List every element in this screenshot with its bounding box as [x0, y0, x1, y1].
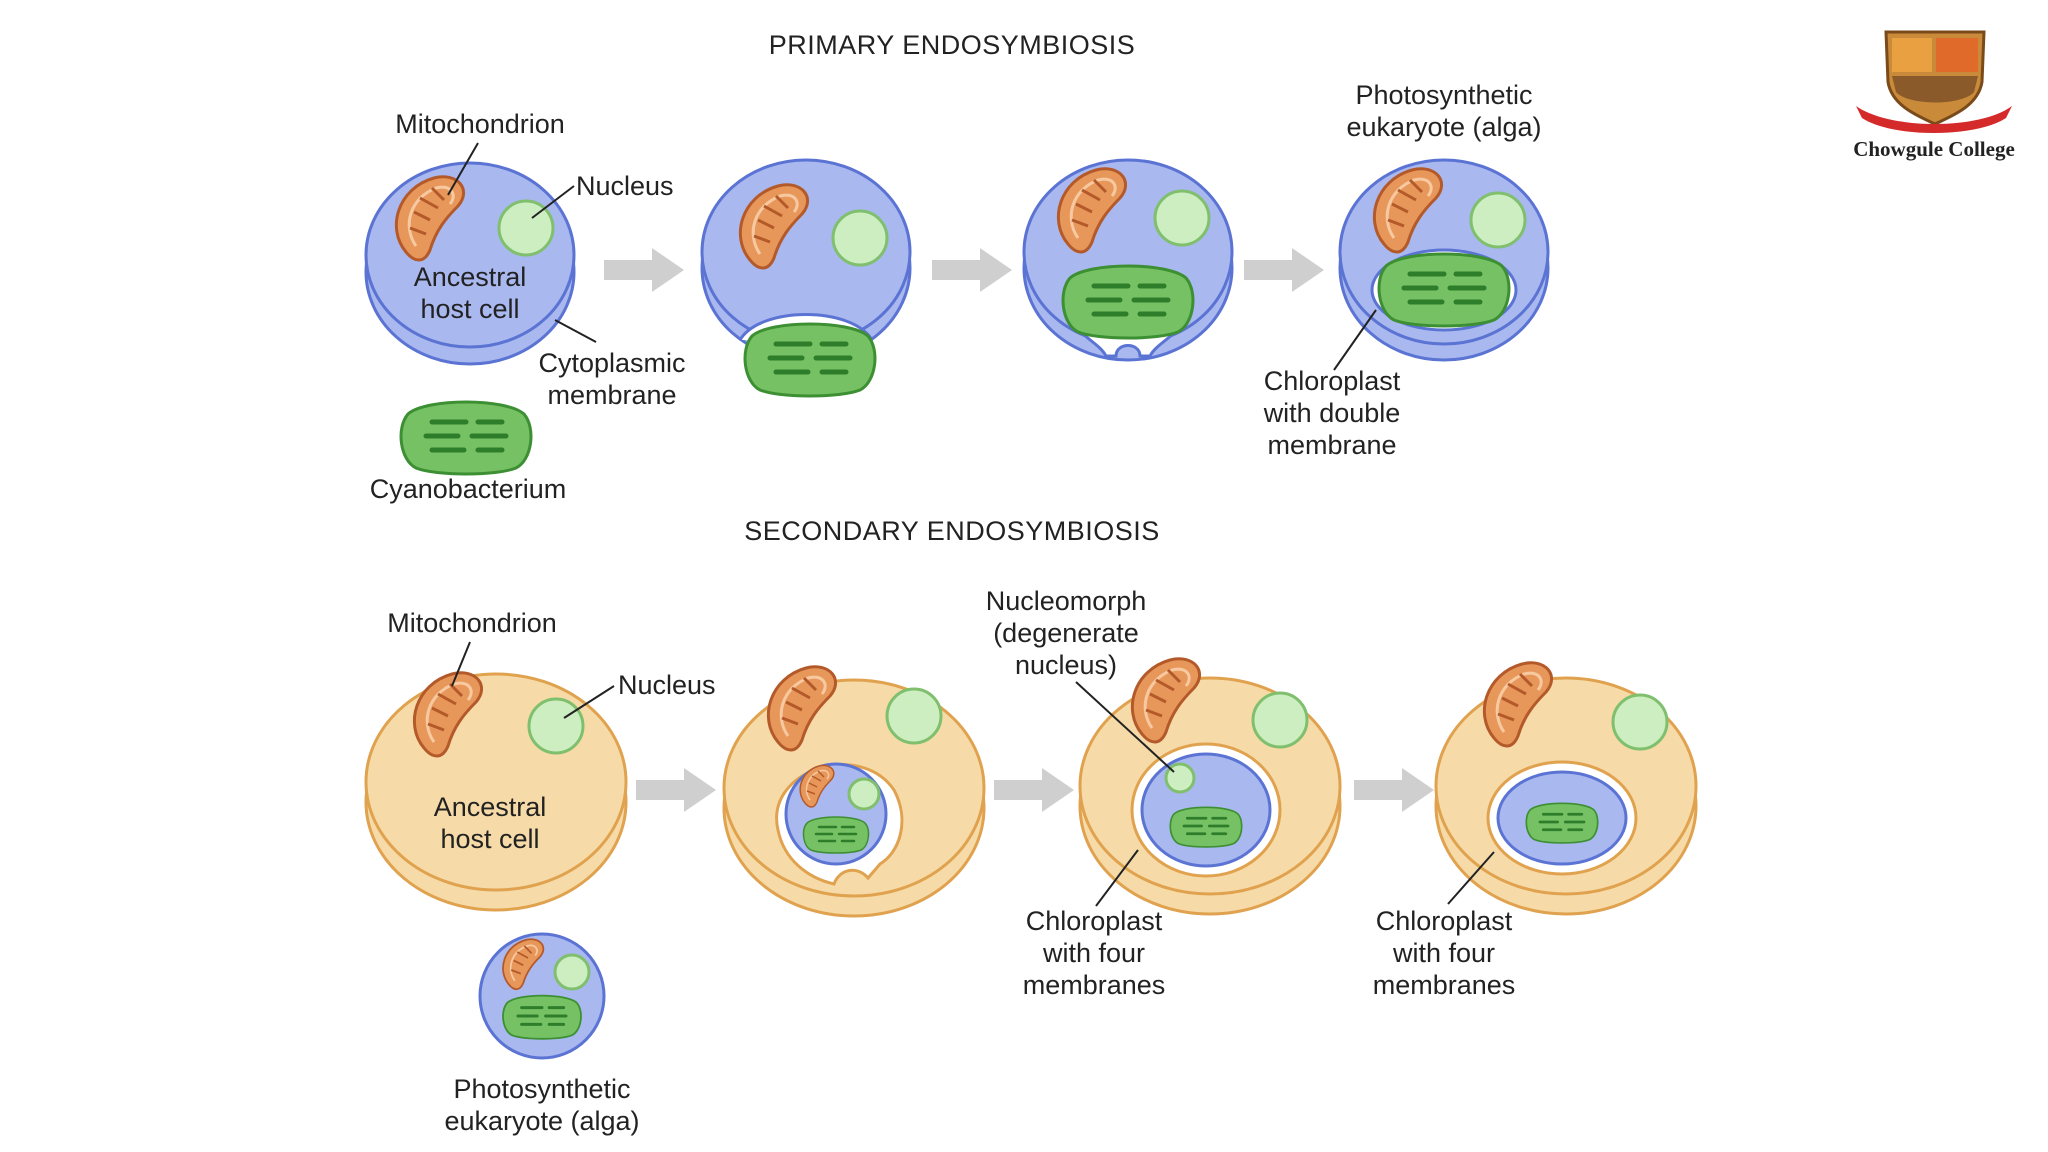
secondary-engulfing-cell	[722, 665, 986, 918]
arrow-icon	[1244, 248, 1324, 292]
chloroplast-icon	[1524, 801, 1600, 845]
secondary-ancestral-host-cell	[364, 671, 628, 912]
cyanobacterium-icon	[745, 324, 875, 396]
secondary-alga-label-2: eukaryote (alga)	[444, 1106, 639, 1136]
secondary-chloroplast-a-label-1: Chloroplast	[1026, 906, 1163, 936]
nucleus-icon	[1251, 691, 1309, 749]
logo-text: Chowgule College	[1853, 137, 2015, 161]
secondary-host-label-1: Ancestral	[434, 792, 547, 822]
arrow-icon	[636, 768, 716, 812]
primary-alga-label-2: eukaryote (alga)	[1346, 112, 1541, 142]
nucleus-icon	[831, 209, 889, 267]
secondary-nucleomorph-label-2: (degenerate	[993, 618, 1139, 648]
primary-membrane-label-2: membrane	[547, 380, 676, 410]
primary-ancestral-host-cell	[364, 161, 576, 366]
secondary-chloroplast-a-label-2: with four	[1042, 938, 1145, 968]
arrow-icon	[994, 768, 1074, 812]
secondary-mitochondrion-label: Mitochondrion	[387, 608, 557, 638]
ribbon-icon	[1856, 106, 2012, 133]
primary-chloroplast-label-3: membrane	[1267, 430, 1396, 460]
secondary-nucleomorph-cell	[1078, 657, 1342, 916]
primary-membrane-label-1: Cytoplasmic	[538, 348, 685, 378]
chloroplast-icon	[501, 994, 583, 1041]
secondary-chloroplast-b-label-2: with four	[1392, 938, 1495, 968]
chloroplast-icon	[1379, 254, 1509, 326]
cyanobacterium-icon	[401, 402, 531, 474]
secondary-chloroplast-b-label-3: membranes	[1373, 970, 1516, 1000]
secondary-host-label-2: host cell	[440, 824, 539, 854]
primary-nucleus-label: Nucleus	[576, 171, 674, 201]
chloroplast-icon	[1063, 266, 1193, 338]
nucleus-icon	[1153, 189, 1211, 247]
nucleus-icon	[527, 697, 585, 755]
arrow-icon	[604, 248, 684, 292]
chloroplast-icon	[1168, 805, 1244, 849]
nucleus-icon	[1611, 693, 1669, 751]
primary-mitochondrion-label: Mitochondrion	[395, 109, 565, 139]
secondary-title: SECONDARY ENDOSYMBIOSIS	[744, 516, 1160, 546]
primary-host-label-2: host cell	[420, 294, 519, 324]
primary-cyanobacterium-label: Cyanobacterium	[370, 474, 567, 504]
secondary-nucleus-label: Nucleus	[618, 670, 716, 700]
nucleus-icon	[885, 687, 943, 745]
secondary-alga-label-1: Photosynthetic	[453, 1074, 630, 1104]
secondary-alga-cell	[478, 932, 606, 1060]
primary-host-label-1: Ancestral	[414, 262, 527, 292]
primary-chloroplast-label-1: Chloroplast	[1264, 366, 1401, 396]
primary-engulfing-cell	[700, 158, 912, 396]
primary-engulfed-cell	[1022, 158, 1234, 362]
primary-title: PRIMARY ENDOSYMBIOSIS	[769, 30, 1136, 60]
primary-alga-label-1: Photosynthetic	[1355, 80, 1532, 110]
chloroplast-icon	[802, 815, 870, 855]
arrow-icon	[932, 248, 1012, 292]
secondary-chloroplast-b-label-1: Chloroplast	[1376, 906, 1513, 936]
secondary-final-cell	[1434, 661, 1698, 916]
college-logo: Chowgule College	[1853, 30, 2015, 161]
secondary-chloroplast-a-label-3: membranes	[1023, 970, 1166, 1000]
primary-chloroplast-label-2: with double	[1263, 398, 1401, 428]
secondary-nucleomorph-label-3: nucleus)	[1015, 650, 1117, 680]
nucleus-icon	[1469, 191, 1527, 249]
primary-alga-cell	[1338, 158, 1550, 362]
arrow-icon	[1354, 768, 1434, 812]
secondary-nucleomorph-label-1: Nucleomorph	[986, 586, 1147, 616]
